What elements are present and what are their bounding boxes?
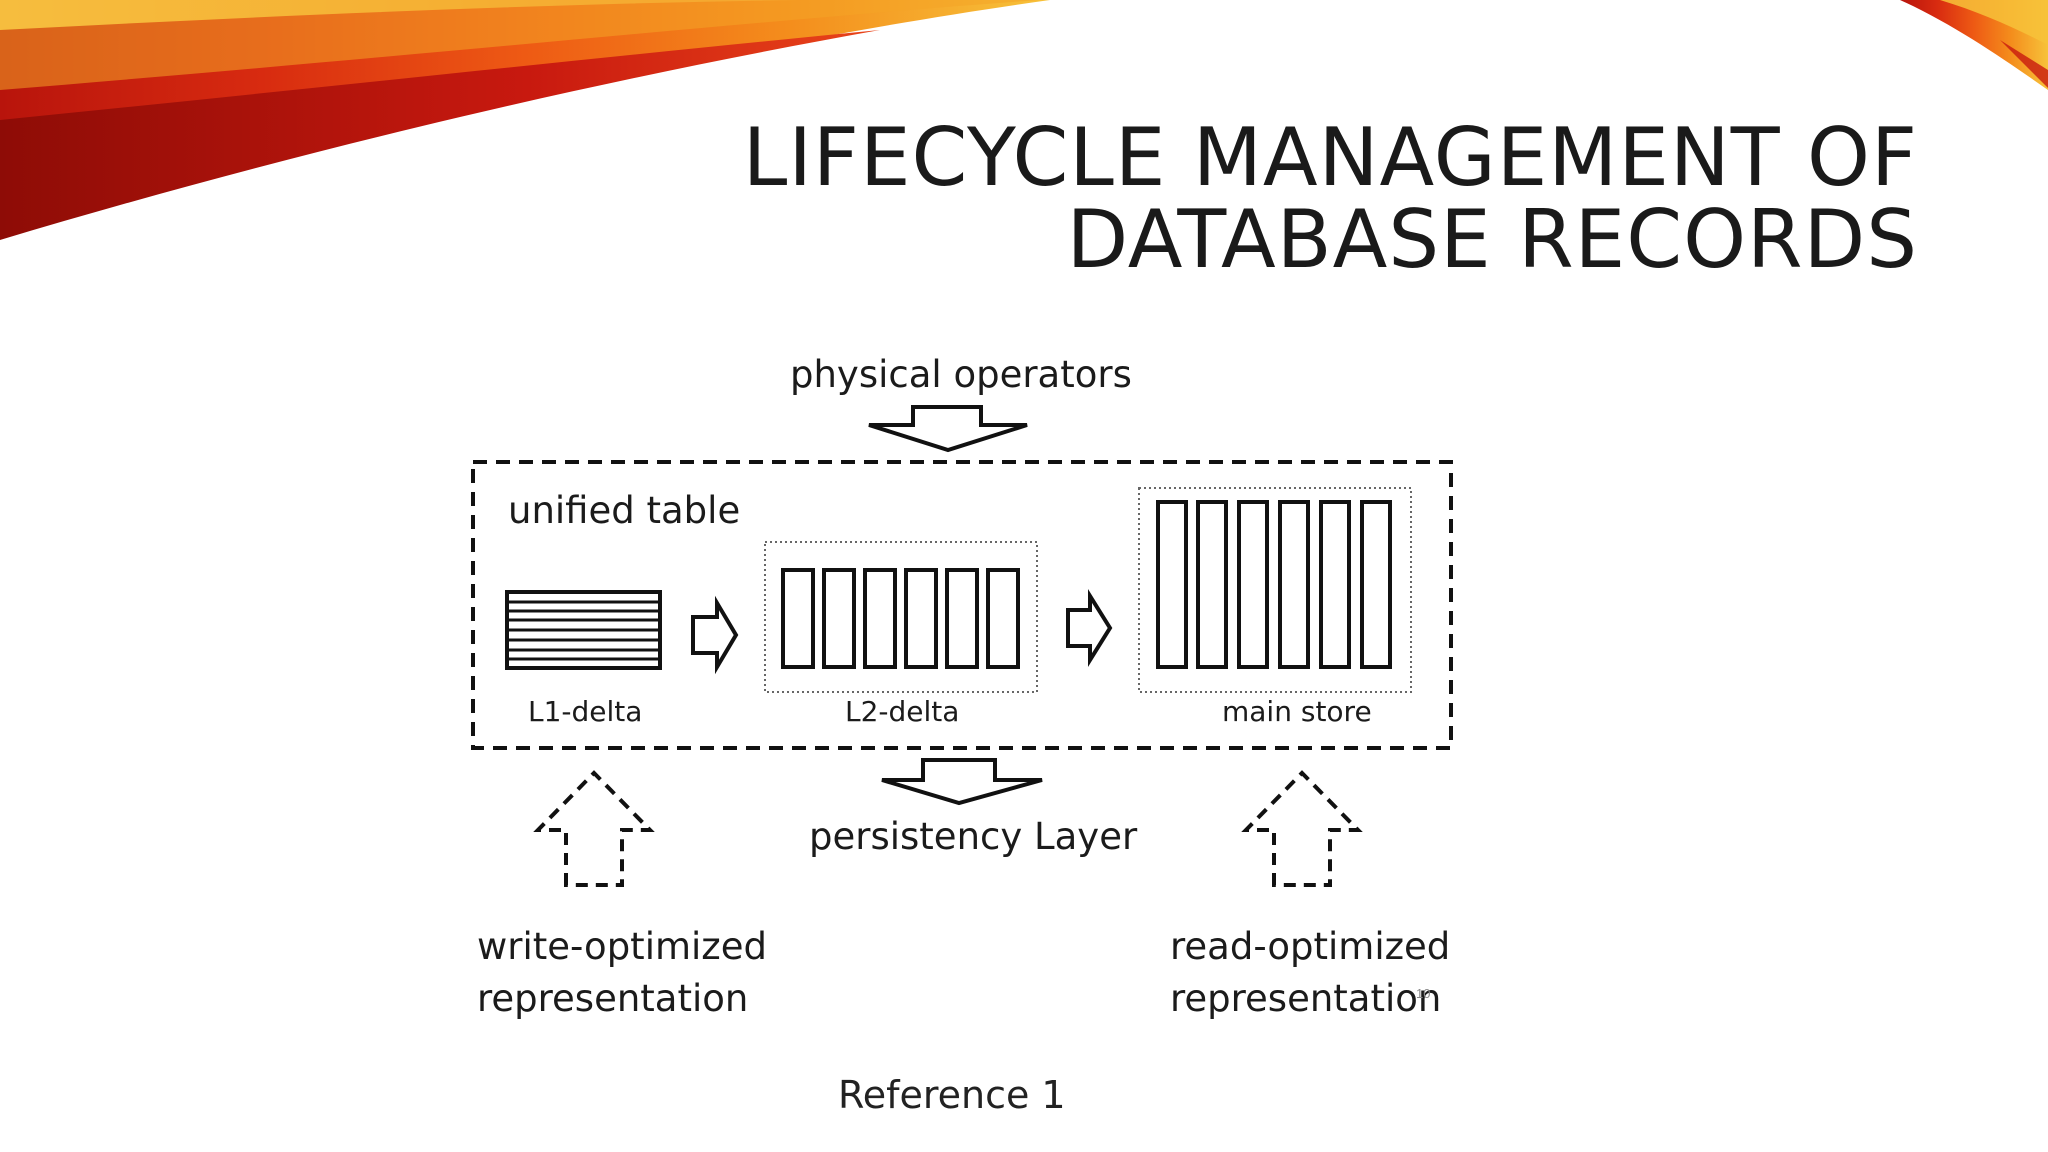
unified-table-label: unified table bbox=[508, 489, 741, 532]
slide-title-line-2: DATABASE RECORDS bbox=[1066, 193, 1918, 286]
down-arrow-input bbox=[868, 405, 1028, 453]
dashed-up-arrow-left bbox=[533, 770, 655, 887]
read-representation-label: representation bbox=[1170, 977, 1442, 1020]
l1-delta-label: L1-delta bbox=[528, 695, 643, 728]
l2-delta-columns bbox=[781, 568, 1020, 669]
physical-operators-label: physical operators bbox=[790, 353, 1132, 396]
down-arrow-output bbox=[881, 758, 1043, 806]
slide-title-line-1: LIFECYCLE MANAGEMENT OF bbox=[742, 111, 1918, 204]
main-store-frame bbox=[1138, 487, 1412, 693]
read-optimized-label: read-optimized bbox=[1170, 925, 1451, 968]
l1-delta-block bbox=[505, 590, 662, 670]
l2-delta-frame bbox=[764, 541, 1038, 693]
decorative-swoosh bbox=[0, 0, 2048, 240]
main-store-label: main store bbox=[1222, 695, 1372, 728]
page-number: 10 bbox=[1416, 986, 1431, 1001]
persistency-layer-label: persistency Layer bbox=[809, 815, 1138, 858]
dashed-up-arrow-right bbox=[1241, 770, 1363, 887]
unified-table-container bbox=[471, 460, 1453, 750]
right-arrow-l1-to-l2 bbox=[691, 595, 739, 675]
write-optimized-label: write-optimized bbox=[477, 925, 767, 968]
write-representation-label: representation bbox=[477, 977, 749, 1020]
main-store-columns bbox=[1156, 500, 1392, 669]
l2-delta-label: L2-delta bbox=[845, 695, 960, 728]
reference-text: Reference 1 bbox=[838, 1073, 1066, 1117]
right-arrow-l2-to-main bbox=[1066, 589, 1113, 667]
